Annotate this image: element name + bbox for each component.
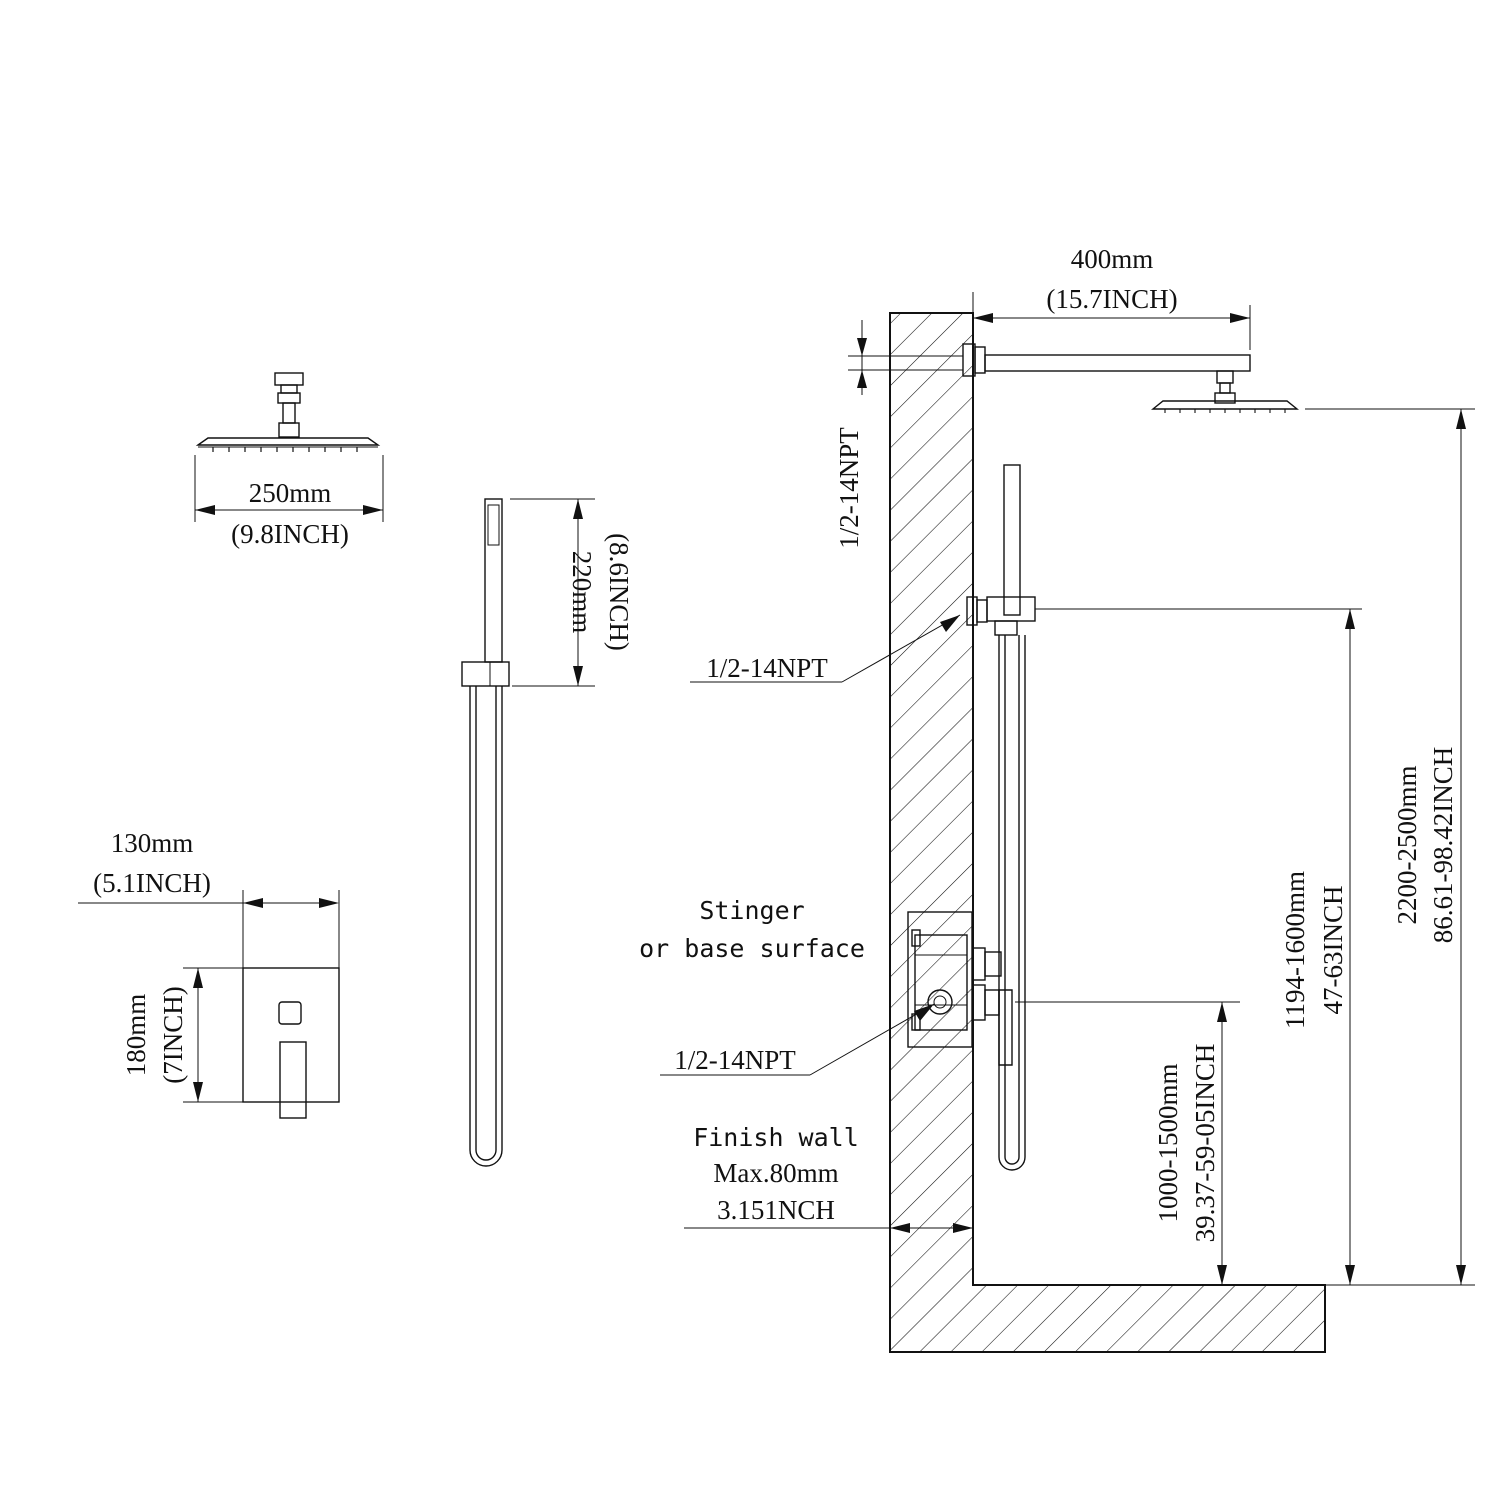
top-npt-label: 1/2-14NPT — [834, 427, 864, 549]
rain-head-width-mm: 250mm — [249, 478, 332, 508]
finish-wall-line3: 3.151NCH — [717, 1195, 835, 1225]
stinger-label-line1: Stinger — [699, 896, 804, 925]
shower-arm-assembly — [962, 343, 1299, 413]
finish-wall-line1: Finish wall — [693, 1123, 859, 1152]
head-height-dimension: 2200-2500mm 86.61-98.42INCH — [1305, 408, 1475, 1286]
middle-npt-label: 1/2-14NPT — [706, 653, 828, 683]
finish-wall-line2: Max.80mm — [713, 1158, 838, 1188]
hand-shower-length-mm: 220mm — [567, 551, 597, 634]
top-npt-dimension: 1/2-14NPT — [834, 320, 963, 549]
hand-shower-length-in: (8.6INCH) — [604, 533, 634, 651]
concealed-valve — [907, 911, 1013, 1066]
head-height-mm: 2200-2500mm — [1392, 766, 1422, 925]
valve-plate-width-in: (5.1INCH) — [93, 868, 211, 898]
hand-shower-view: 220mm (8.6INCH) — [461, 498, 634, 1167]
rain-head-view: 250mm (9.8INCH) — [194, 372, 384, 549]
valve-plate-height-in: (7INCH) — [158, 986, 188, 1083]
slide-bar-assembly — [966, 464, 1036, 1171]
valve-height-in: 39.37-59-05INCH — [1190, 1044, 1220, 1243]
holder-height-mm: 1194-1600mm — [1280, 871, 1310, 1029]
rain-head-nozzles — [212, 447, 358, 452]
valve-plate-width-mm: 130mm — [111, 828, 194, 858]
arm-length-mm: 400mm — [1071, 244, 1154, 274]
valve-height-dimension: 1000-1500mm 39.37-59-05INCH — [1015, 1001, 1240, 1285]
valve-plate-view: 130mm (5.1INCH) 180mm (7INCH) — [78, 828, 340, 1119]
arm-length-dimension: 400mm (15.7INCH) — [972, 244, 1251, 350]
valve-npt-callout: 1/2-14NPT — [660, 1003, 935, 1076]
stinger-label-line2: or base surface — [639, 934, 865, 963]
arm-length-in: (15.7INCH) — [1046, 284, 1177, 314]
middle-npt-callout: 1/2-14NPT — [690, 614, 961, 683]
head-height-in: 86.61-98.42INCH — [1428, 747, 1458, 944]
holder-height-in: 47-63INCH — [1318, 886, 1348, 1015]
valve-npt-label: 1/2-14NPT — [674, 1045, 796, 1075]
valve-plate-height-mm: 180mm — [121, 994, 151, 1077]
rain-head-width-in: (9.8INCH) — [231, 519, 349, 549]
finish-wall-callout: Finish wall Max.80mm 3.151NCH — [684, 1123, 973, 1233]
valve-height-mm: 1000-1500mm — [1153, 1064, 1183, 1223]
wall-section — [889, 312, 1326, 1353]
holder-height-dimension: 1194-1600mm 47-63INCH — [1035, 608, 1362, 1285]
